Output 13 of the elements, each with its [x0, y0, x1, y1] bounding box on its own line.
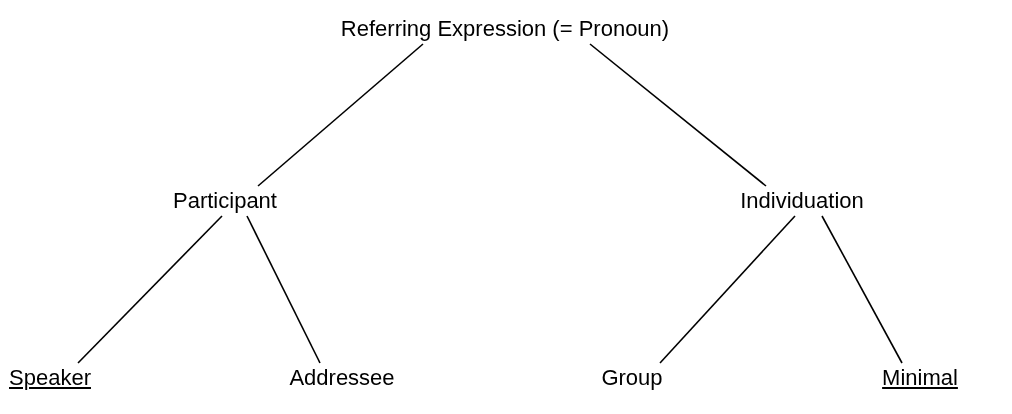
tree-node-label: Referring Expression (= Pronoun) — [337, 14, 673, 44]
tree-branch-line — [257, 43, 424, 187]
tree-node-label: Speaker — [6, 363, 94, 393]
tree-branch-line — [659, 215, 796, 364]
tree-branch-line — [77, 215, 223, 364]
tree-node-label: Group — [598, 363, 666, 393]
tree-node-label: Individuation — [737, 186, 867, 216]
tree-branch-line — [589, 43, 767, 187]
tree-node-label: Addressee — [286, 363, 398, 393]
tree-node-label: Minimal — [879, 363, 961, 393]
tree-node-label: Participant — [170, 186, 280, 216]
tree-branch-line — [821, 215, 903, 364]
tree-branch-line — [246, 215, 321, 364]
